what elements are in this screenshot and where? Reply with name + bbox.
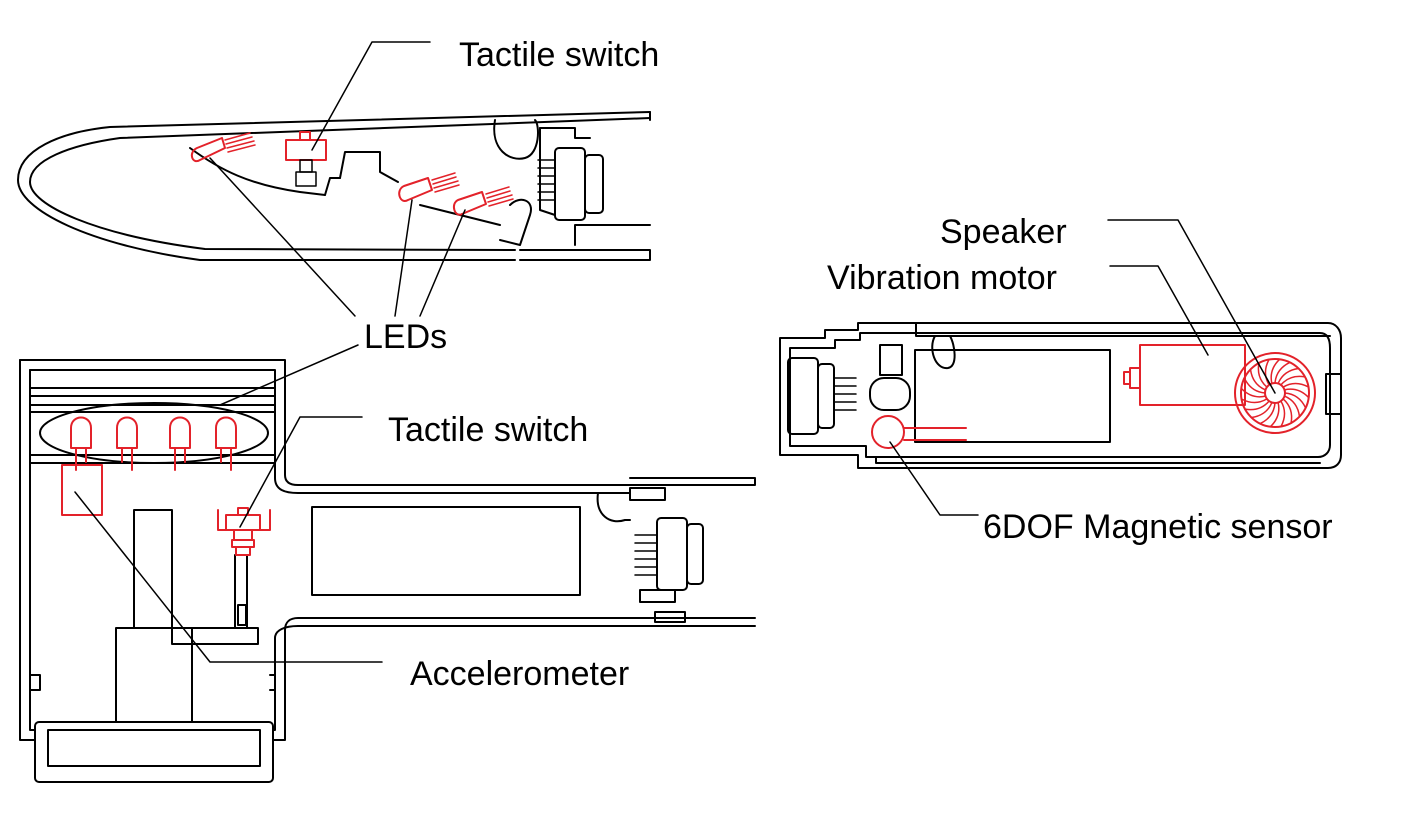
leds-group-ellipse [39,402,269,464]
leader-led-top-1 [209,157,356,317]
speaker-blade [1259,402,1276,425]
side-device-connector [787,357,857,435]
speaker-blade [1282,382,1310,388]
label-accelerometer: Accelerometer [410,655,630,693]
speaker-blade [1244,400,1270,411]
speaker-blade [1277,367,1300,385]
bottom-led-4 [215,416,237,471]
leader-led-top-3 [419,209,466,317]
top-led-1 [190,132,256,163]
speaker-blade [1250,401,1273,419]
leader-accelerometer [74,491,383,663]
label-tactile-switch-mid: Tactile switch [388,411,589,449]
speaker-blade [1269,401,1280,428]
top-device-connector [537,147,604,221]
speaker-blade [1264,358,1270,386]
speaker-blade [1240,398,1268,404]
bottom-tactile-switch [217,507,271,556]
leader-tactile-switch-mid [239,416,363,528]
speaker-blade [1283,388,1310,399]
speaker-blade [1280,400,1286,428]
speaker-shape [1234,352,1316,434]
bottom-led-1 [70,416,92,471]
label-tactile-switch-top: Tactile switch [459,36,660,74]
accelerometer-shape [61,464,103,516]
leader-led-bottom [219,344,359,406]
side-device-switch [869,344,911,411]
side-device-housing [779,322,1342,469]
magnetic-sensor-shape [871,415,967,449]
speaker-blade [1243,377,1266,394]
speaker-blade [1280,375,1306,386]
speaker-blade [1270,358,1281,385]
leader-tactile-switch-top [311,41,431,151]
top-led-2 [398,172,460,202]
vibration-motor-shape [1123,344,1246,406]
label-6dof-magnetic-sensor: 6DOF Magnetic sensor [983,508,1333,546]
label-speaker: Speaker [940,213,1067,251]
speaker-blade [1282,398,1293,424]
speaker-blade [1249,368,1267,391]
bottom-device-connector [634,517,704,591]
leader-magnetic-sensor [889,441,979,516]
leader-led-top-2 [394,199,413,317]
leader-speaker [1107,219,1276,394]
speaker-blade [1283,395,1301,418]
top-led-3 [452,186,514,216]
speaker-blade [1257,362,1268,388]
speaker-blade [1284,392,1307,409]
bottom-led-3 [169,416,191,471]
label-leds: LEDs [364,318,448,356]
bottom-led-2 [116,416,138,471]
label-vibration-motor: Vibration motor [827,259,1057,297]
speaker-blade [1240,387,1267,398]
leader-vibration-motor [1109,265,1209,356]
leader-lines [74,41,1276,663]
speaker-blade [1274,361,1291,384]
top-tactile-switch [285,131,327,187]
